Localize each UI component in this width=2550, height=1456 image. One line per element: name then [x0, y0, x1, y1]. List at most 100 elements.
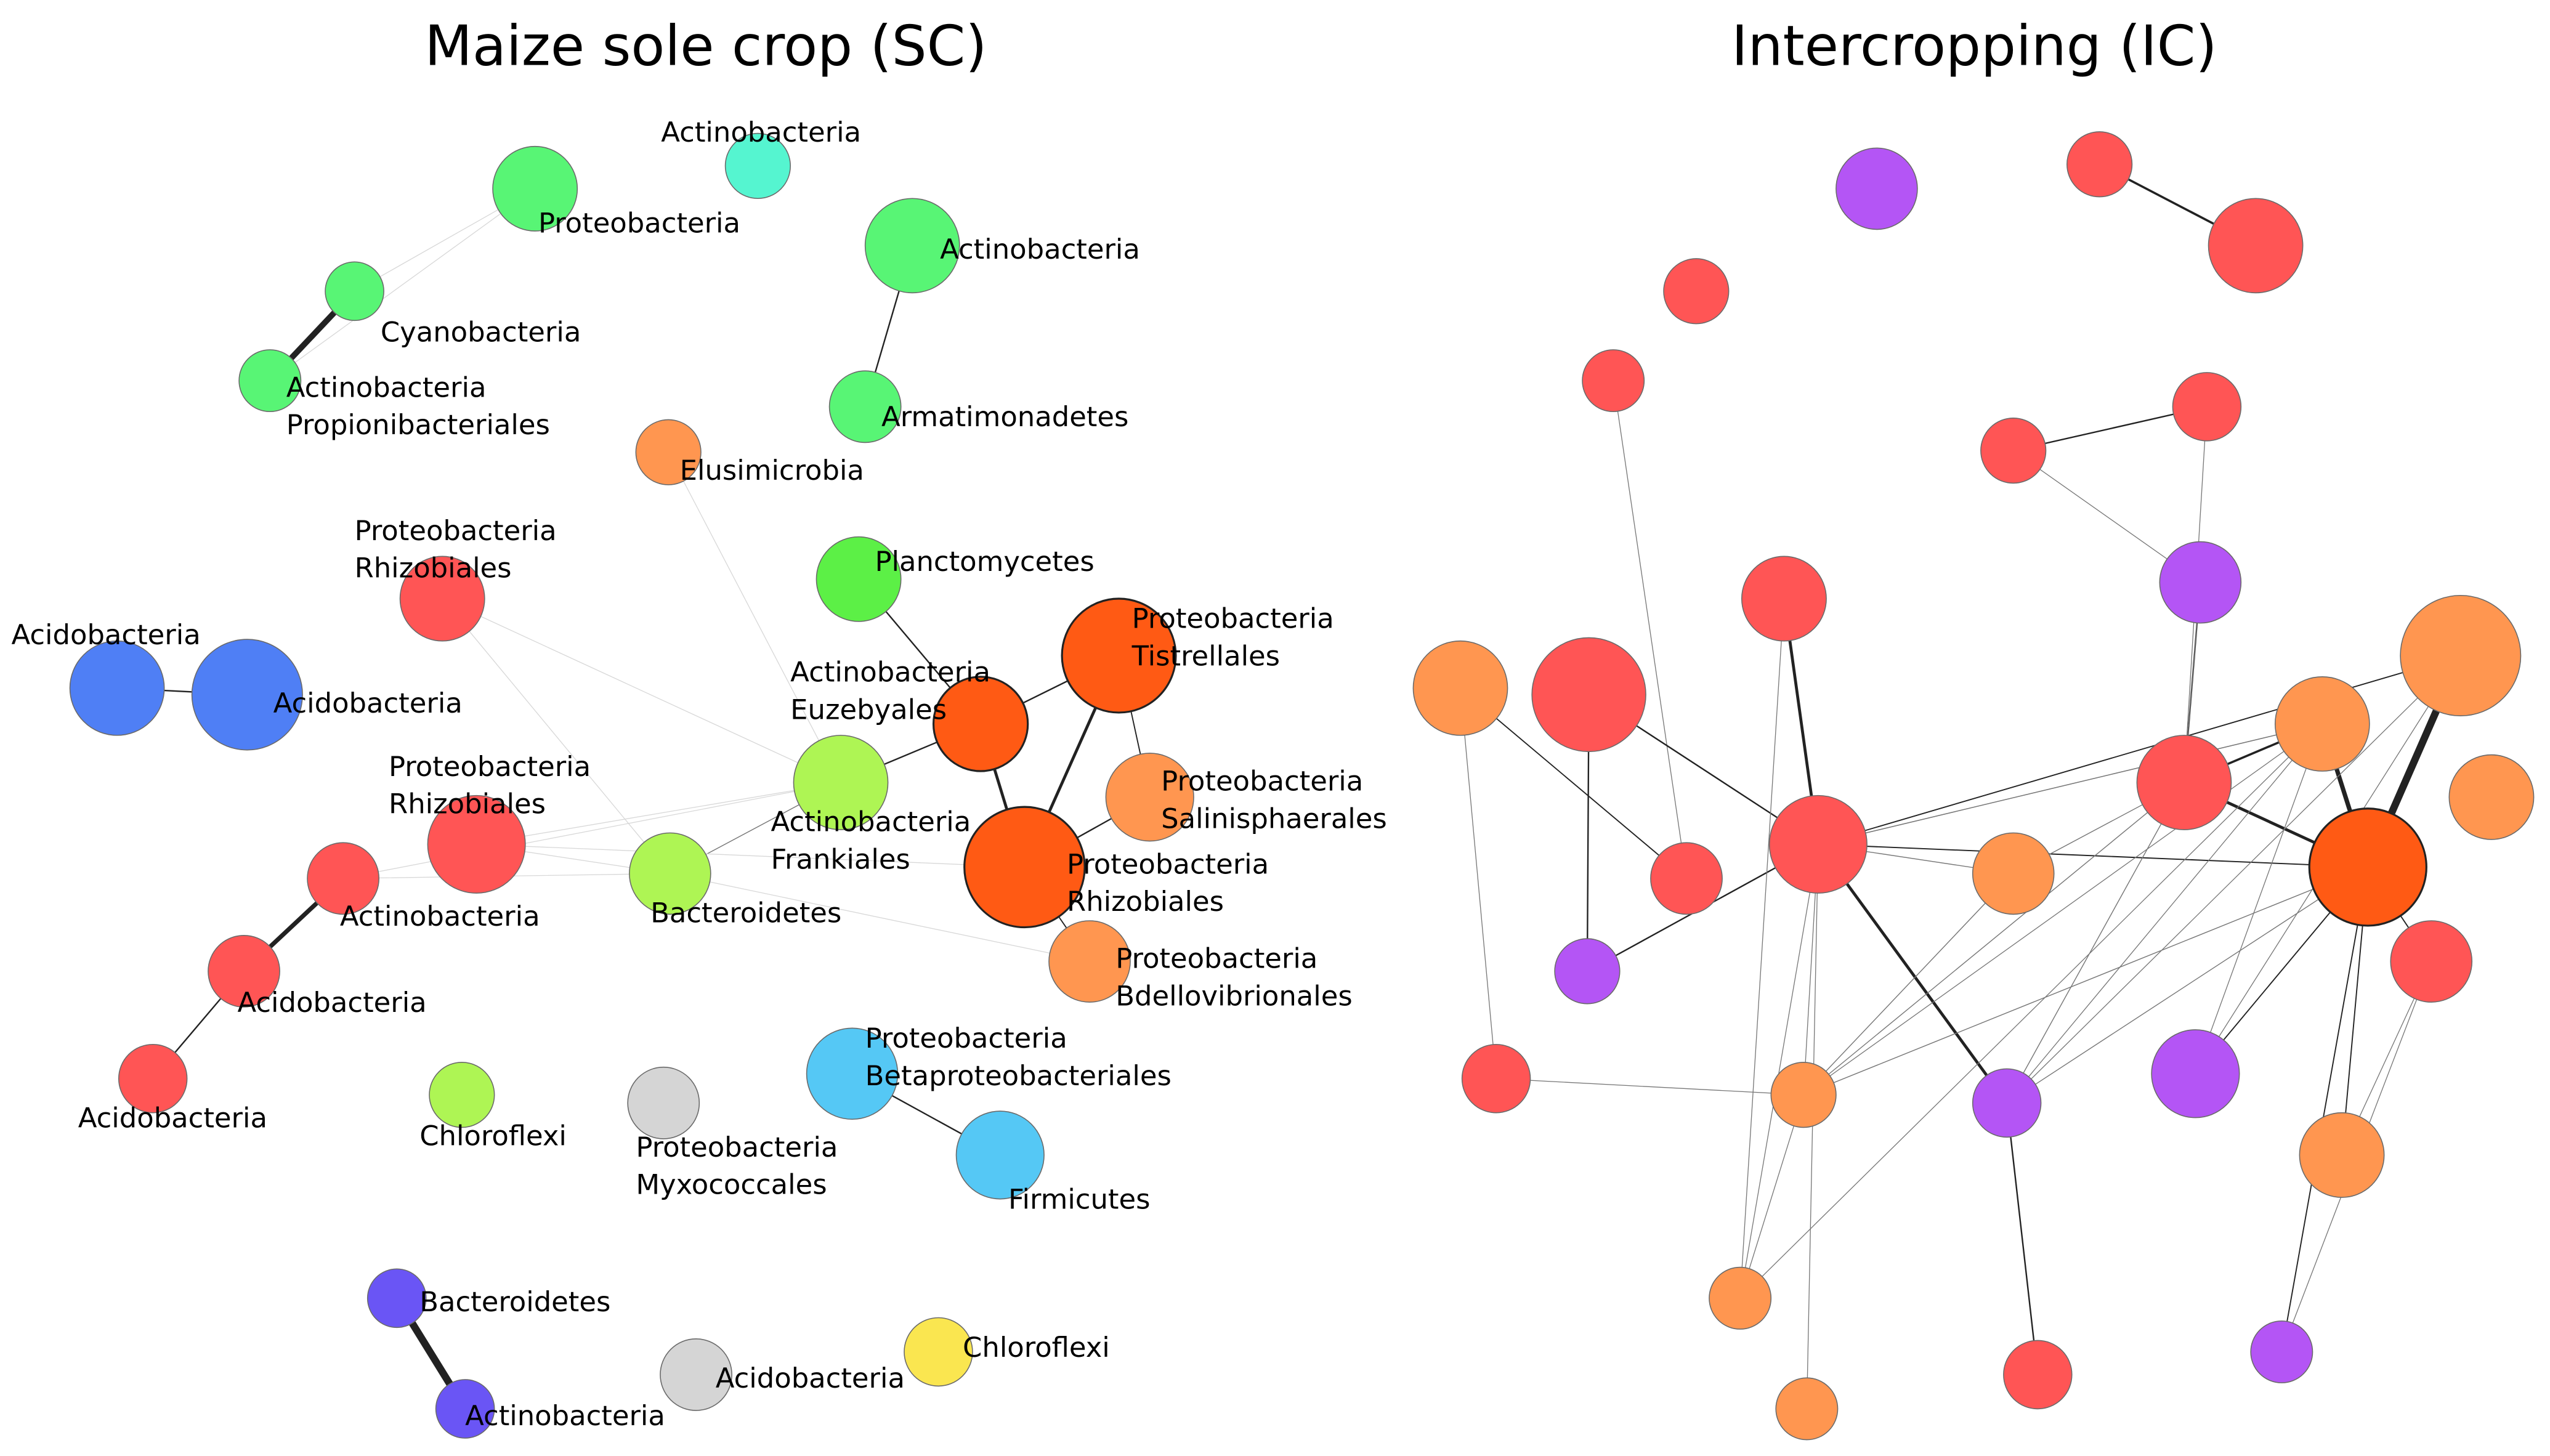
network-node	[2003, 1340, 2073, 1410]
network-node	[325, 261, 384, 322]
node-label: Bdellovibrionales	[1115, 979, 1352, 1012]
node-label: Proteobacteria	[538, 207, 740, 240]
network-node	[963, 806, 1086, 929]
network-node	[307, 842, 379, 915]
network-node	[238, 349, 302, 413]
node-label: Myxococcales	[636, 1168, 827, 1201]
node-label: Proteobacteria	[389, 750, 591, 783]
network-node	[932, 676, 1029, 772]
network-node	[1582, 349, 1645, 413]
node-label: Bacteroidetes	[650, 897, 841, 929]
node-label: Armatimonadetes	[881, 400, 1128, 433]
node-label: Actinobacteria	[465, 1399, 665, 1432]
network-edge	[1739, 1094, 1804, 1299]
network-node	[2308, 807, 2427, 927]
network-node	[69, 640, 165, 736]
network-node	[1531, 637, 1646, 753]
network-node	[2250, 1320, 2313, 1383]
network-node	[2159, 541, 2242, 624]
network-node	[660, 1338, 732, 1411]
network-node	[2172, 372, 2242, 442]
node-label: Actinobacteria	[286, 371, 487, 403]
network-node	[2400, 594, 2522, 716]
network-node	[627, 1066, 700, 1139]
node-label: Actinobacteria	[790, 656, 990, 689]
node-label: Rhizobiales	[355, 552, 512, 584]
network-node	[1461, 1043, 1531, 1114]
network-node	[1972, 832, 2055, 915]
network-node	[635, 419, 702, 485]
network-node	[2136, 735, 2232, 830]
network-node	[2390, 920, 2473, 1003]
network-node	[435, 1379, 495, 1439]
node-label: Firmicutes	[1008, 1183, 1151, 1216]
network-node	[2448, 754, 2535, 840]
node-layer-ic	[1412, 131, 2535, 1441]
network-edge	[1817, 655, 2461, 845]
network-edge	[1739, 598, 1785, 1299]
node-label: Planctomycetes	[875, 545, 1094, 578]
node-label: Frankiales	[771, 843, 910, 875]
network-node	[118, 1043, 188, 1114]
node-label: Actinobacteria	[340, 900, 540, 932]
network-node	[1105, 753, 1194, 842]
network-node	[2274, 676, 2370, 772]
network-node	[816, 536, 902, 622]
network-node	[1972, 1068, 2042, 1138]
network-node	[366, 1268, 427, 1329]
node-label: Propionibacteriales	[286, 408, 550, 441]
network-edge	[1739, 723, 2323, 1299]
network-edge	[2006, 1102, 2039, 1376]
node-label: Chloroflexi	[963, 1331, 1110, 1364]
network-node	[429, 1062, 495, 1128]
network-panel-sc: ProteobacteriaActinobacteriaCyanobacteri…	[11, 116, 1387, 1439]
network-node	[806, 1027, 899, 1120]
node-label: Chloroflexi	[419, 1119, 567, 1152]
network-edge	[1460, 687, 1497, 1079]
network-edge	[2281, 866, 2369, 1353]
network-edge	[2006, 655, 2461, 1104]
node-label: Bacteroidetes	[419, 1285, 610, 1318]
network-node	[1709, 1266, 1772, 1330]
network-edge	[2195, 723, 2323, 1074]
network-node	[1650, 842, 1723, 915]
network-node	[2208, 198, 2304, 294]
network-node	[2066, 131, 2133, 198]
network-node	[904, 1317, 973, 1387]
network-node	[2299, 1112, 2385, 1198]
network-edge	[1803, 873, 2014, 1096]
network-node	[724, 132, 791, 200]
network-edge	[668, 451, 841, 783]
network-node	[1061, 597, 1177, 714]
network-edge	[670, 873, 1090, 962]
network-node	[191, 639, 303, 751]
network-node	[793, 735, 889, 830]
node-layer-sc: ProteobacteriaActinobacteriaCyanobacteri…	[11, 116, 1387, 1439]
node-label: Rhizobiales	[1067, 885, 1224, 918]
network-node	[1770, 1062, 1837, 1128]
node-label: Salinisphaerales	[1161, 802, 1387, 835]
network-node	[955, 1110, 1045, 1200]
network-edge	[476, 844, 1026, 868]
node-label: Acidobacteria	[237, 986, 426, 1019]
node-label: Proteobacteria	[865, 1022, 1067, 1054]
network-node	[427, 795, 526, 894]
node-label: Actinobacteria	[661, 116, 861, 148]
network-edge	[1803, 723, 2323, 1096]
network-node	[492, 145, 578, 232]
node-label: Proteobacteria	[1115, 942, 1318, 975]
network-node	[1663, 258, 1730, 325]
network-node	[1775, 1377, 1839, 1441]
panel-title-sc: Maize sole crop (SC)	[424, 15, 987, 79]
node-label: Proteobacteria	[636, 1131, 838, 1163]
network-node	[629, 832, 711, 915]
network-node	[1768, 795, 1868, 894]
network-node	[1554, 938, 1621, 1005]
network-edge	[1803, 782, 2185, 1096]
node-label: Proteobacteria	[1132, 602, 1334, 635]
network-edge	[1460, 687, 1687, 880]
node-label: Proteobacteria	[355, 514, 557, 547]
node-label: Cyanobacteria	[381, 316, 581, 349]
